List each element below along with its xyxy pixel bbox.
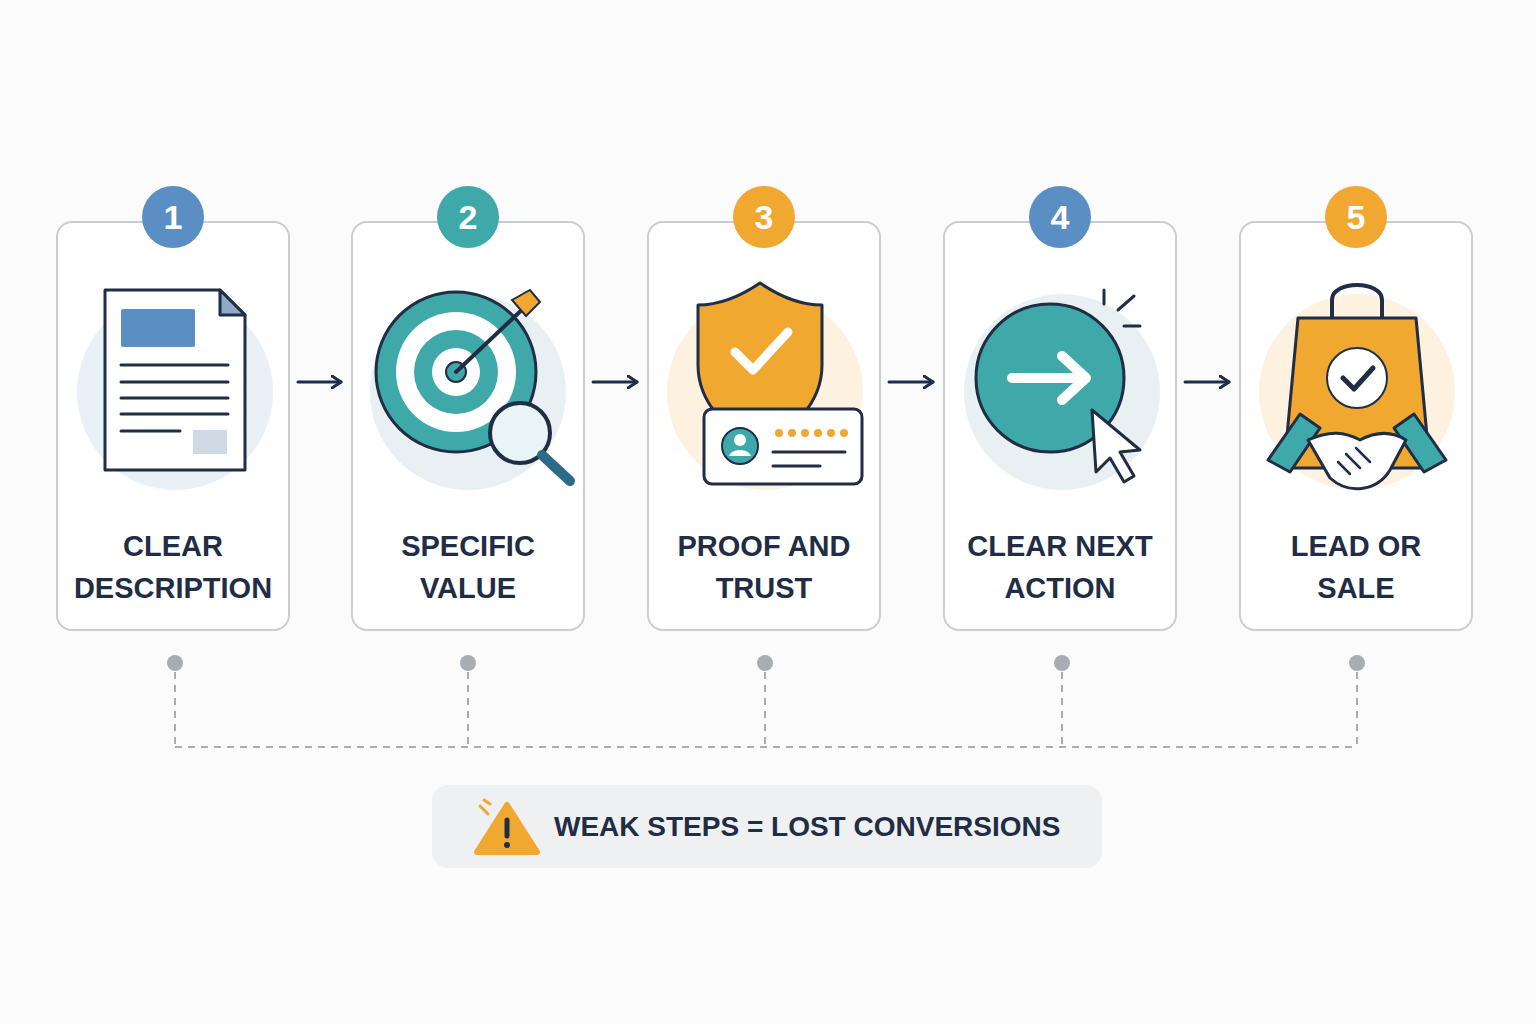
step-label: CLEAR NEXT ACTION [953,525,1167,609]
step-card: CLEAR NEXT ACTION [943,221,1177,631]
step-card: LEAD OR SALE [1239,221,1473,631]
dashed-bracket [175,672,1357,747]
bracket-dots [167,655,1365,671]
warning-text: WEAK STEPS = LOST CONVERSIONS [554,811,1060,843]
step-card: CLEAR DESCRIPTION [56,221,290,631]
step-label: SPECIFIC VALUE [361,525,575,609]
step-number: 5 [1325,186,1387,248]
warning-banner: WEAK STEPS = LOST CONVERSIONS [432,785,1102,868]
step-label: LEAD OR SALE [1249,525,1463,609]
step-number: 1 [142,186,204,248]
step-card: SPECIFIC VALUE [351,221,585,631]
step-number: 3 [733,186,795,248]
step-card: PROOF AND TRUST [647,221,881,631]
flow-arrow [593,381,637,384]
flow-arrow [298,381,341,384]
step-label: CLEAR DESCRIPTION [66,525,280,609]
step-number: 2 [437,186,499,248]
step-label: PROOF AND TRUST [657,525,871,609]
flow-arrow [889,381,933,384]
flow-arrow [1185,381,1229,384]
step-number: 4 [1029,186,1091,248]
